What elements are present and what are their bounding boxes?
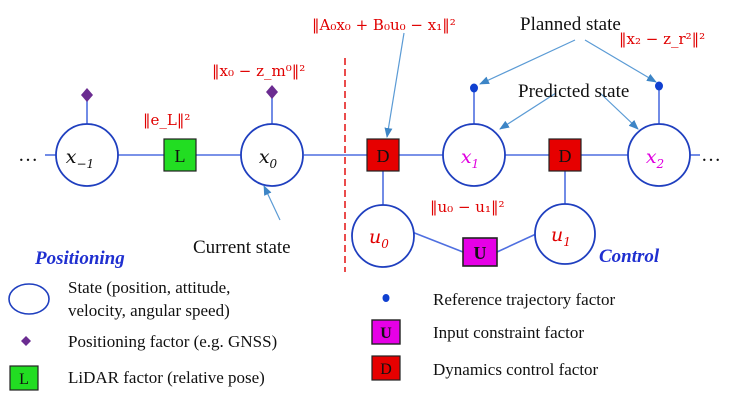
dynamics-factor-2-label: D	[559, 146, 572, 166]
dynamics-cost: ‖A₀x₀ + B₀u₀ − x₁‖²	[312, 16, 456, 34]
legend-state-line2: velocity, angular speed)	[68, 301, 230, 320]
legend-input-symbol	[371, 319, 401, 345]
svg-text:x−1: x−1	[66, 146, 94, 171]
legend-lidar-symbol	[9, 365, 39, 391]
legend: State (position, attitude, velocity, ang…	[8, 278, 615, 391]
svg-text:x2: x2	[646, 146, 664, 171]
legend-positioning-text: Positioning factor (e.g. GNSS)	[68, 332, 277, 351]
legend-state-line1: State (position, attitude,	[68, 278, 230, 297]
chain-edges	[45, 88, 700, 253]
svg-text:u0: u0	[369, 226, 389, 251]
node-x1-sub: 1	[472, 157, 480, 171]
gnss-factor-diamond-1	[81, 88, 93, 102]
node-x0-sub: 0	[270, 157, 278, 171]
legend-positioning-symbol	[21, 336, 31, 346]
node-x-minus-1-sub: −1	[77, 157, 95, 171]
svg-text:x0: x0	[259, 146, 278, 171]
legend-input-text: Input constraint factor	[433, 323, 584, 342]
svg-text:x1: x1	[461, 146, 479, 171]
lidar-cost: ‖e_L‖²	[143, 111, 190, 129]
current-state-label: Current state	[193, 237, 291, 258]
reference-factor-dot-2	[655, 81, 663, 91]
node-u0-sub: 0	[381, 237, 389, 251]
edge-u-u1	[496, 233, 537, 253]
legend-dynamics-symbol-label: D	[380, 361, 392, 378]
legend-input-symbol-label: U	[380, 325, 392, 342]
state-node-x2: x2	[627, 123, 691, 187]
arrow-planned-to-ref2	[584, 39, 657, 83]
legend-dynamics-symbol	[371, 355, 401, 381]
state-node-x1: x1	[442, 123, 506, 187]
input-factor-label: U	[474, 243, 487, 263]
state-node-x-minus-1: x−1	[55, 123, 119, 187]
arrow-predicted-to-x1	[499, 92, 557, 130]
control-node-u1: u1	[534, 203, 596, 265]
dynamics-factor-2: D	[548, 138, 582, 172]
arrow-current-state	[263, 185, 281, 221]
reference-cost: ‖x₂ − z_r²‖²	[619, 30, 705, 48]
legend-lidar-symbol-label: L	[19, 371, 29, 388]
legend-reference-symbol	[382, 294, 390, 302]
node-x1-base: x	[461, 146, 472, 168]
node-x2-sub: 2	[656, 157, 665, 171]
legend-state-symbol	[8, 283, 50, 315]
annotation-arrows	[263, 32, 657, 221]
reference-factor-dot-1	[470, 83, 478, 93]
input-constraint-factor: U	[462, 237, 498, 267]
legend-reference-text: Reference trajectory factor	[433, 290, 615, 309]
legend-lidar-text: LiDAR factor (relative pose)	[68, 368, 265, 387]
dynamics-factor-1-label: D	[377, 146, 390, 166]
predicted-state-label: Predicted state	[518, 81, 629, 102]
svg-text:u1: u1	[551, 224, 571, 249]
state-node-x0: x0	[240, 123, 304, 187]
right-ellipsis-text: …	[701, 144, 721, 166]
arrow-planned-to-ref1	[479, 39, 576, 85]
node-x2-base: x	[646, 146, 657, 168]
control-node-u0: u0	[351, 204, 415, 268]
left-ellipsis-text: …	[18, 144, 38, 166]
planned-state-label: Planned state	[520, 14, 621, 35]
arrow-predicted-to-x2	[599, 92, 639, 130]
node-u1-base: u	[551, 224, 563, 246]
node-x-minus-1-base: x	[66, 146, 77, 168]
legend-dynamics-text: Dynamics control factor	[433, 360, 599, 379]
node-u0-base: u	[369, 226, 381, 248]
control-section-label: Control	[599, 246, 660, 267]
node-u1-sub: 1	[563, 235, 571, 249]
prior-cost: ‖x₀ − z_m⁰‖²	[212, 62, 305, 80]
arrow-dynamics-cost	[384, 32, 405, 138]
lidar-factor: L	[163, 138, 197, 172]
lidar-factor-label: L	[175, 146, 186, 166]
dynamics-factor-1: D	[366, 138, 400, 172]
gnss-factor-diamond-2	[266, 85, 278, 99]
input-cost: ‖u₀ − u₁‖²	[430, 198, 504, 216]
positioning-section-label: Positioning	[34, 248, 125, 269]
edge-u0-u	[411, 231, 464, 253]
node-x0-base: x	[259, 146, 270, 168]
